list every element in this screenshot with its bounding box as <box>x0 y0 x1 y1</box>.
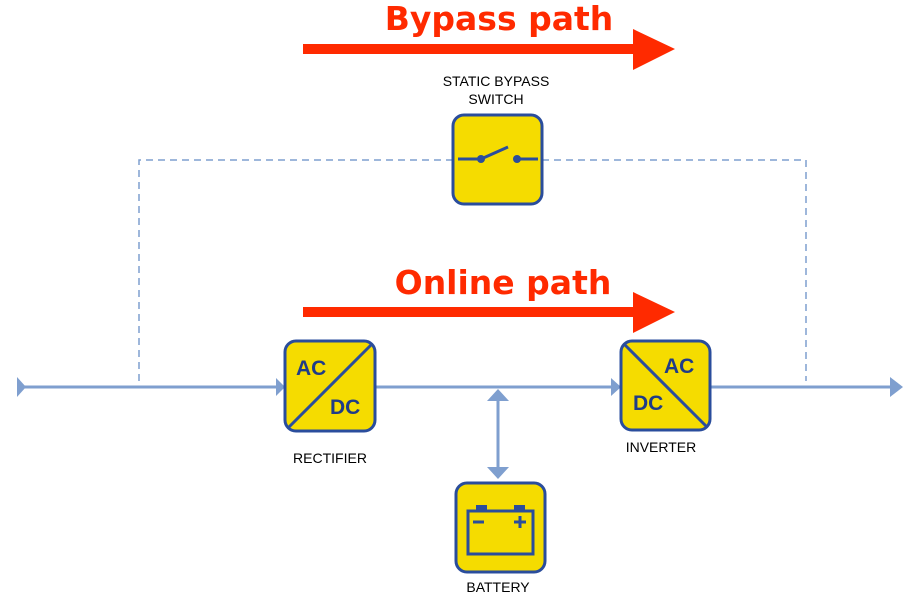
inverter-input-label: DC <box>633 392 663 415</box>
bypass-dashed-line <box>138 159 807 381</box>
rectifier-output-label: DC <box>330 396 360 419</box>
static-bypass-label-line2: SWITCH <box>468 91 523 107</box>
battery-link-arrow <box>487 389 509 479</box>
open-switch-icon <box>458 145 538 163</box>
rectifier-label: RECTIFIER <box>293 450 367 466</box>
inverter-output-label: AC <box>664 355 694 378</box>
online-path-arrow <box>303 292 675 333</box>
static-bypass-switch <box>451 113 544 206</box>
bypass-path-title: Bypass path <box>385 0 614 38</box>
online-path-title: Online path <box>395 263 612 302</box>
inverter-block: AC DC <box>619 339 712 432</box>
inverter-label: INVERTER <box>626 439 697 455</box>
rectifier-block: AC DC <box>283 339 377 433</box>
battery-label: BATTERY <box>466 579 530 595</box>
battery-block <box>454 481 547 574</box>
main-power-line <box>17 377 903 397</box>
static-bypass-label-line1: STATIC BYPASS <box>443 73 550 89</box>
rectifier-input-label: AC <box>296 357 326 380</box>
battery-icon <box>466 505 535 556</box>
bypass-path-arrow <box>303 29 675 70</box>
